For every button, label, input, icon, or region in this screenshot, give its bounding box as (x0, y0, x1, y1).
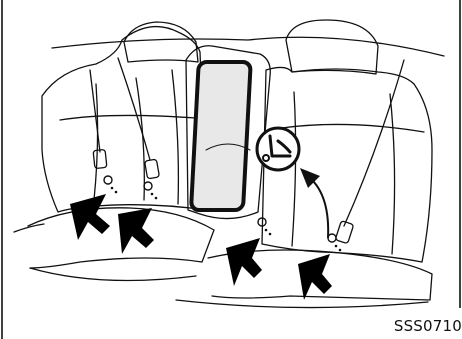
arrow-3 (226, 238, 262, 286)
right-seat-contour (268, 124, 424, 132)
arrow-2 (118, 208, 154, 254)
arrow-1 (70, 194, 110, 240)
left-seat-seam-3 (172, 70, 178, 204)
right-seat-seam-1 (292, 92, 296, 246)
left-cushion-front (30, 268, 196, 281)
left-seatbelt-outer (90, 70, 100, 152)
left-buckle-2 (145, 159, 160, 179)
left-seat-seam-2 (136, 78, 144, 200)
child-seat-anchor-icon (257, 128, 299, 170)
left-seatbelt-inner (118, 58, 150, 160)
rear-shelf (52, 37, 444, 56)
figure-code: SSS0710 (394, 317, 462, 335)
anchor-ring-1 (104, 176, 112, 184)
anchor-ring-2 (144, 182, 152, 190)
armrest-panel (191, 62, 251, 210)
pointer-curve (310, 178, 328, 238)
left-seat-seam-1 (94, 84, 98, 200)
right-headrest (286, 20, 378, 74)
right-cushion-front (176, 300, 428, 308)
anchor-ring-4 (328, 234, 336, 242)
left-headrest (124, 22, 198, 62)
right-seat-seam-2 (390, 94, 395, 254)
arrow-4 (298, 254, 332, 300)
left-seat-contour (60, 115, 196, 120)
